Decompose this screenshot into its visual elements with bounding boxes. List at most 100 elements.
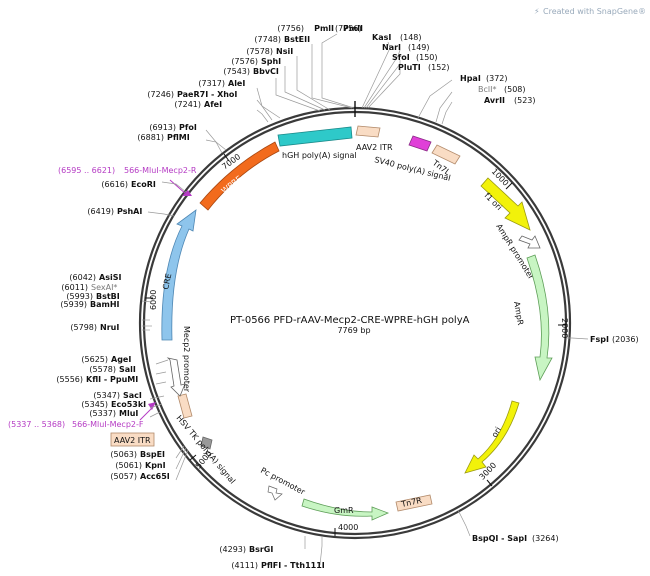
feature-mecp2-promoter[interactable] <box>166 357 186 397</box>
watermark-icon: ⚡ <box>534 7 540 16</box>
feature-cre[interactable] <box>161 209 197 341</box>
site-bsteii-name[interactable]: BstEII <box>284 35 310 44</box>
site-pshai-name[interactable]: PshAI <box>117 207 142 216</box>
site-sexai-pos: (6011) <box>61 283 88 292</box>
site-ppumi-pos: (5556) <box>56 375 83 384</box>
feature-label-hgh-polya: hGH poly(A) signal <box>282 151 357 160</box>
site-bsteii-pos: (7748) <box>254 35 281 44</box>
feature-tn7l[interactable] <box>431 144 461 165</box>
primer-r-name[interactable]: 566-MluI-Mecp2-R <box>124 166 197 175</box>
site-acc65i-name[interactable]: Acc65I <box>140 472 170 481</box>
feature-f1-ori[interactable] <box>480 177 531 231</box>
site-nsii-name[interactable]: NsiI <box>276 47 293 56</box>
feature-label-hsv-tk-polya: HSV TK poly(A) signal <box>174 414 237 486</box>
site-bstbi-name[interactable]: BstBI <box>96 292 120 301</box>
site-bbvci-name[interactable]: BbvCI <box>253 67 279 76</box>
site-sexai-name[interactable]: SexAI* <box>91 283 117 292</box>
feature-label-mecp2-promoter: Mecp2 promoter <box>182 326 191 393</box>
site-bspei-name[interactable]: BspEI <box>140 450 165 459</box>
site-ppumi-name[interactable]: KflI - PpuMI <box>86 375 138 384</box>
feature-label-gmr: GmR <box>334 506 354 515</box>
feature-label-aav2-itr-top: AAV2 ITR <box>356 143 393 152</box>
primer-f-range: (5337 .. 5368) <box>8 420 65 429</box>
site-pflmi-name[interactable]: PflMI <box>167 133 190 142</box>
site-pmli-pos: (7756) <box>335 24 362 33</box>
site-ecori-pos: (6616) <box>101 180 128 189</box>
site-kpni-pos: (5061) <box>115 461 142 470</box>
feature-label-tn7r: Tn7R <box>400 496 423 509</box>
site-xhoi-pos: (7246) <box>147 90 174 99</box>
site-bcli-pos: (508) <box>504 85 526 94</box>
feature-ori[interactable] <box>464 400 520 474</box>
site-tth111i-name[interactable]: PflFI - Tth111I <box>261 561 325 570</box>
site-pluti-name[interactable]: PluTI <box>398 63 421 72</box>
feature-gmr[interactable] <box>301 498 390 521</box>
site-sapi-name[interactable]: BspQI - SapI <box>472 534 527 543</box>
site-kpni-name[interactable]: KpnI <box>145 461 166 470</box>
site-alei-pos: (7317) <box>198 79 225 88</box>
feature-wpre[interactable] <box>199 141 280 211</box>
feature-label-aav2-itr-left: AAV2 ITR <box>114 436 151 445</box>
feature-tn7r[interactable] <box>395 494 433 512</box>
site-alei-name[interactable]: AleI <box>228 79 245 88</box>
site-eco53ki-name[interactable]: Eco53kI <box>111 400 146 409</box>
site-pflmi-pos: (6881) <box>137 133 164 142</box>
site-bstbi-pos: (5993) <box>66 292 93 301</box>
tick-label-4000: 4000 <box>338 523 358 532</box>
site-kasi-name[interactable]: KasI <box>372 33 391 42</box>
site-afei-name[interactable]: AfeI <box>204 100 222 109</box>
site-avrii-pos: (523) <box>514 96 536 105</box>
primer-f-name[interactable]: 566-MluI-Mecp2-F <box>72 420 144 429</box>
feature-ampr-promoter[interactable] <box>518 235 541 249</box>
site-pfoi-name[interactable]: PfoI <box>179 123 197 132</box>
site-hpai-name[interactable]: HpaI <box>460 74 481 83</box>
feature-hsv-tk-polya[interactable] <box>200 436 213 450</box>
site-sfoi-name[interactable]: SfoI <box>392 53 410 62</box>
site-avrii-name[interactable]: AvrII <box>484 96 505 105</box>
feature-sv40-polya[interactable] <box>408 135 432 152</box>
site-ecori-name[interactable]: EcoRI <box>131 180 156 189</box>
site-xhoi-name[interactable]: PaeR7I - XhoI <box>177 90 237 99</box>
site-bspei-pos: (5063) <box>110 450 137 459</box>
feature-ampr[interactable] <box>526 254 553 382</box>
site-fspi-name[interactable]: FspI <box>590 335 609 344</box>
site-bsrgi-pos: (4293) <box>219 545 246 554</box>
site-mlui-pos: (5337) <box>89 409 116 418</box>
site-pmli-label[interactable]: PmlI <box>343 24 363 33</box>
site-fspi-pos: (2036) <box>612 335 639 344</box>
sites-left: (6042) AsiSI (6011) SexAI* (5993) BstBI … <box>56 273 169 481</box>
site-pmli-name[interactable]: PmlI <box>314 24 334 33</box>
feature-aav2-itr-left[interactable] <box>177 393 193 419</box>
site-sphi-name[interactable]: SphI <box>261 57 281 66</box>
feature-hgh-polya[interactable] <box>277 126 353 147</box>
site-nari-name[interactable]: NarI <box>382 43 401 52</box>
feature-label-ampr: AmpR <box>512 301 525 327</box>
site-tth111i-pos: (4111) <box>231 561 258 570</box>
sites-bottom: (4293) BsrGI (4111) PflFI - Tth111I <box>219 545 324 570</box>
site-nrui-name[interactable]: NruI <box>100 323 119 332</box>
site-eco53ki-pos: (5345) <box>81 400 108 409</box>
site-sapi-pos: (3264) <box>532 534 559 543</box>
feature-pc-promoter[interactable] <box>267 485 283 501</box>
site-mlui-name[interactable]: MluI <box>119 409 138 418</box>
primer-marker-r[interactable] <box>182 190 192 196</box>
site-bcli-name[interactable]: BclI* <box>478 85 496 94</box>
site-saci-pos: (5347) <box>93 391 120 400</box>
snapgene-watermark: ⚡ Created with SnapGene® <box>534 7 646 16</box>
site-asisi-pos: (6042) <box>69 273 96 282</box>
sites-top-left: (7756) PmlI (7748) BstEII (7578) NsiI (7… <box>87 24 363 216</box>
site-saci-name[interactable]: SacI <box>123 391 142 400</box>
site-bamhi-pos: (5939) <box>60 300 87 309</box>
primer-marker-f[interactable] <box>148 402 156 410</box>
site-bamhi-name[interactable]: BamHI <box>90 300 120 309</box>
site-asisi-name[interactable]: AsiSI <box>99 273 121 282</box>
tick-label-6000: 6000 <box>149 290 158 310</box>
site-sali-name[interactable]: SalI <box>119 365 136 374</box>
primer-r-range: (6595 .. 6621) <box>58 166 115 175</box>
sites-top-right: KasI (148) NarI (149) SfoI (150) PluTI (… <box>372 33 639 543</box>
site-bsrgi-name[interactable]: BsrGI <box>249 545 273 554</box>
site-agei-name[interactable]: AgeI <box>111 355 131 364</box>
feature-aav2-itr-top[interactable] <box>355 125 381 138</box>
primer-leader-r <box>169 179 187 195</box>
